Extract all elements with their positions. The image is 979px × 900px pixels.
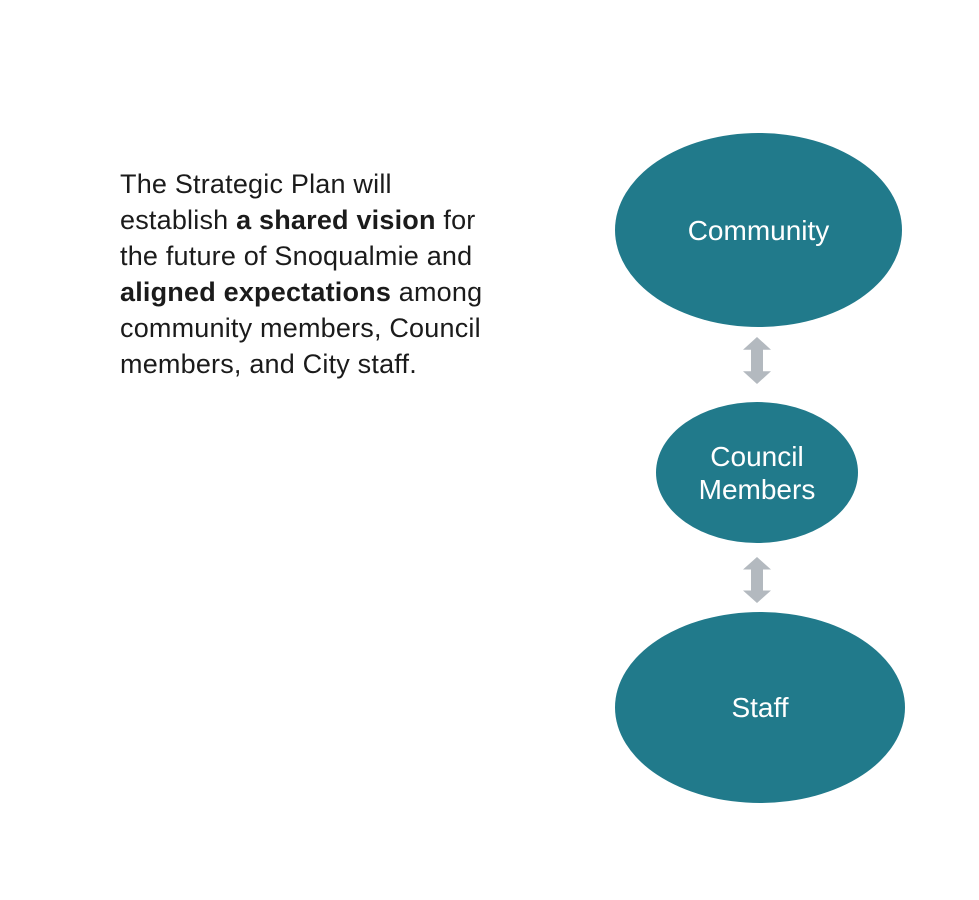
intro-line: members, and City staff. bbox=[120, 346, 540, 382]
node-community-label: Community bbox=[687, 214, 830, 246]
node-staff-label: Staff bbox=[731, 692, 789, 723]
node-staff: Staff bbox=[615, 612, 905, 803]
intro-line: The Strategic Plan will bbox=[120, 166, 540, 202]
intro-text-segment: community members, Council bbox=[120, 313, 481, 343]
intro-line: establish a shared vision for bbox=[120, 202, 540, 238]
intro-line: the future of Snoqualmie and bbox=[120, 238, 540, 274]
intro-text-segment: for bbox=[435, 205, 476, 235]
intro-text-segment: among bbox=[391, 277, 483, 307]
intro-bold-segment: a shared vision bbox=[236, 205, 436, 235]
double-arrow-vertical-icon bbox=[743, 557, 771, 603]
node-council-members-label: Council Members bbox=[698, 440, 816, 505]
intro-text-segment: members, and City staff. bbox=[120, 349, 417, 379]
intro-paragraph: The Strategic Plan will establish a shar… bbox=[120, 166, 540, 382]
intro-text-segment: establish bbox=[120, 205, 237, 235]
node-community: Community bbox=[615, 133, 902, 327]
node-council-members: Council Members bbox=[656, 402, 858, 543]
intro-line: aligned expectations among bbox=[120, 274, 540, 310]
double-arrow-vertical-icon bbox=[743, 337, 771, 384]
intro-bold-segment: aligned expectations bbox=[120, 277, 392, 307]
intro-text-segment: the future of Snoqualmie and bbox=[120, 241, 473, 271]
intro-text-segment: The Strategic Plan will bbox=[120, 169, 392, 199]
intro-line: community members, Council bbox=[120, 310, 540, 346]
